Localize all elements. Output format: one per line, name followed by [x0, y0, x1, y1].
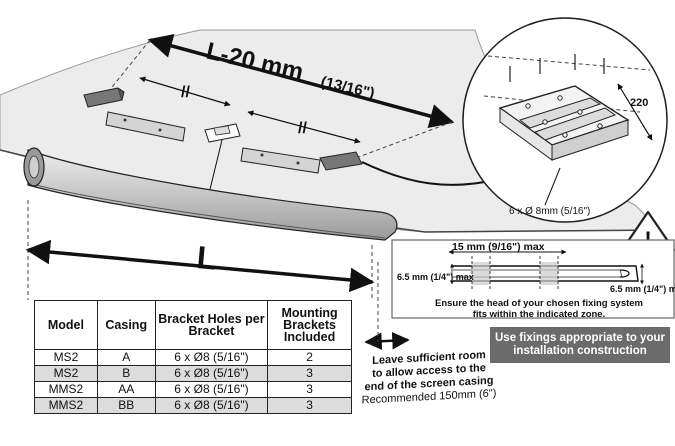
column-header-mounting-brackets: Mounting Brackets Included — [267, 300, 352, 350]
table-cell: MMS2 — [34, 381, 98, 398]
clearance-arrow — [364, 332, 410, 350]
fixings-warning-line1: Use fixings appropriate to your — [495, 332, 665, 344]
bracket-slider-left — [105, 111, 186, 142]
gap-dimension-label: 15 mm (9/16") max — [452, 241, 545, 253]
bracket-slider-right — [240, 147, 321, 174]
table-row: MS2 B 6 x Ø8 (5/16") 3 — [34, 365, 352, 382]
clearance-note: Leave sufficient room to allow access to… — [354, 348, 504, 408]
table-cell: 6 x Ø8 (5/16") — [154, 349, 269, 366]
fixing-zone-caption: Ensure the head of your chosen fixing sy… — [394, 298, 675, 320]
bracket-spacing-arrow-left — [139, 76, 231, 107]
l-minus-20-dimension-arrow — [147, 33, 455, 129]
width-dimension-arrow — [617, 83, 653, 141]
bracket-width-label: 220 — [630, 97, 648, 109]
l-dimension-arrow — [25, 239, 375, 293]
table-cell: 3 — [267, 365, 352, 382]
bracket-detail-inset — [462, 17, 668, 223]
l-length-label: L — [195, 239, 218, 277]
table-cell: MMS2 — [34, 397, 98, 414]
table-cell: 6 x Ø8 (5/16") — [154, 381, 269, 398]
table-cell: MS2 — [34, 365, 98, 382]
table-cell: 2 — [267, 349, 352, 366]
bracket-spacing-arrow-right — [247, 110, 361, 144]
fixing-zone-caption-line1: Ensure the head of your chosen fixing sy… — [435, 298, 643, 309]
table-header-row: Model Casing Bracket Holes per Bracket M… — [34, 300, 352, 350]
fixings-warning-note: Use fixings appropriate to your installa… — [490, 327, 670, 363]
table-row: MS2 A 6 x Ø8 (5/16") 2 — [34, 349, 352, 366]
table-row: MMS2 BB 6 x Ø8 (5/16") 3 — [34, 397, 352, 414]
bracket-spec-table: Model Casing Bracket Holes per Bracket M… — [34, 300, 352, 414]
l-dim-extension-right — [355, 121, 453, 159]
side-left-label: 6.5 mm (1/4") max — [397, 272, 474, 282]
table-cell: A — [96, 349, 156, 366]
fixings-warning-line2: installation construction — [513, 345, 647, 357]
hole-spec-label: 6 x Ø 8mm (5/16") — [509, 206, 590, 217]
table-cell: BB — [96, 397, 156, 414]
side-right-label: 6.5 mm (1/4") max — [610, 284, 675, 294]
table-cell: 6 x Ø8 (5/16") — [154, 365, 269, 382]
screen-casing — [23, 147, 398, 241]
bracket-left — [83, 87, 125, 108]
column-header-casing: Casing — [96, 300, 156, 350]
table-row: MMS2 AA 6 x Ø8 (5/16") 3 — [34, 381, 352, 398]
table-cell: AA — [96, 381, 156, 398]
table-cell: MS2 — [34, 349, 98, 366]
fixing-zone-caption-line2: fits within the indicated zone. — [472, 309, 606, 320]
table-cell: 3 — [267, 381, 352, 398]
break-mark-right: // — [298, 120, 307, 137]
column-header-bracket-holes: Bracket Holes per Bracket — [154, 300, 269, 350]
bracket-right — [319, 151, 363, 171]
break-mark-left: // — [181, 84, 190, 101]
bracket-center — [204, 123, 241, 143]
leader-to-inset — [361, 161, 496, 186]
table-cell: B — [96, 365, 156, 382]
profile-section — [453, 256, 639, 290]
table-cell: 3 — [267, 397, 352, 414]
table-cell: 6 x Ø8 (5/16") — [154, 397, 269, 414]
column-header-model: Model — [34, 300, 98, 350]
